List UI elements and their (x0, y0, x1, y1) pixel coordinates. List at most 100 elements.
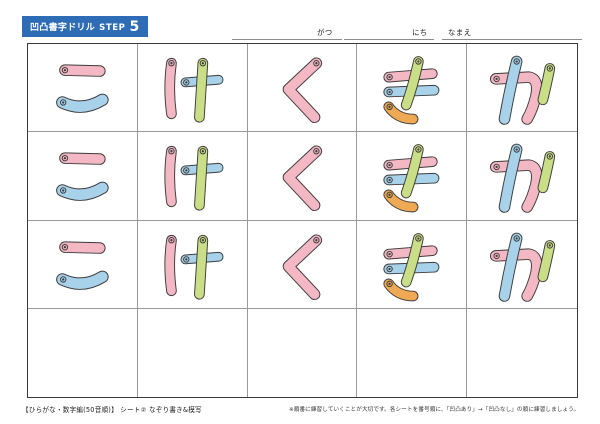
stroke-start-marker-2 (182, 79, 190, 86)
stroke-start-marker-2 (60, 99, 67, 106)
stroke-fill-2 (499, 144, 522, 213)
month-label: がつ (317, 28, 333, 37)
stroke-start-marker-3 (415, 58, 422, 65)
stroke-start-marker-1 (386, 162, 394, 169)
stroke-start-marker-2 (182, 167, 190, 174)
practice-cell-き-row1[interactable] (357, 44, 468, 133)
stroke-start-marker-1 (312, 148, 320, 155)
footer-left-note: 【ひらがな・数字編(50音順)】 シート② なぞり書き&模写 (22, 406, 202, 414)
step-badge: 凹凸書字ドリル STEP 5 (22, 16, 148, 37)
month-rule (232, 39, 342, 40)
practice-cell-blank-row4-col1[interactable] (28, 308, 138, 397)
stroke-start-marker-1 (386, 250, 394, 257)
day-field[interactable]: にち (344, 23, 434, 40)
practice-cell-か-row1[interactable] (467, 44, 577, 133)
stroke-start-marker-3 (415, 146, 422, 153)
stroke-fill-1 (60, 65, 105, 76)
character-glyph-く (282, 233, 322, 300)
stroke-start-marker-1 (168, 60, 175, 67)
stroke-fill-3 (194, 58, 208, 122)
month-field[interactable]: がつ (232, 23, 342, 40)
stroke-fill-1 (165, 58, 176, 119)
stroke-start-marker-3 (199, 236, 206, 243)
student-name-field[interactable]: なまえ (442, 23, 582, 40)
stroke-fill-4 (384, 102, 418, 124)
stroke-fill-3 (402, 57, 424, 110)
character-glyph-こ (56, 64, 109, 113)
stroke-start-marker-4 (386, 191, 394, 199)
character-glyph-き (383, 144, 440, 213)
header-fields: がつ にち なまえ (232, 18, 582, 40)
stroke-start-marker-1 (61, 155, 69, 162)
practice-cell-blank-row4-col3[interactable] (248, 308, 358, 397)
stroke-fill-4 (384, 278, 418, 300)
practice-cell-blank-row4-col4[interactable] (357, 308, 468, 397)
stroke-fill-2 (499, 233, 522, 301)
character-glyph-か (490, 143, 556, 214)
day-rule (344, 39, 434, 40)
practice-cell-blank-row4-col2[interactable] (138, 308, 248, 397)
practice-cell-き-row2[interactable] (357, 132, 468, 221)
practice-cell-く-row3[interactable] (247, 220, 358, 309)
practice-cell-か-row2[interactable] (467, 132, 577, 221)
stroke-start-marker-1 (386, 73, 394, 81)
practice-cell-こ-row2[interactable] (28, 132, 138, 221)
character-glyph-け (164, 146, 224, 211)
stroke-fill-2 (499, 56, 522, 124)
practice-cell-き-row3[interactable] (357, 220, 468, 309)
stroke-start-marker-1 (168, 236, 175, 243)
stroke-start-marker-2 (386, 265, 394, 272)
character-glyph-き (383, 232, 440, 301)
practice-cell-け-row2[interactable] (137, 132, 248, 221)
badge-step-word: STEP (99, 23, 126, 33)
stroke-start-marker-2 (513, 146, 521, 153)
stroke-fill-1 (283, 58, 321, 123)
character-glyph-く (282, 145, 322, 212)
footer-right-note: ※順番に練習していくことが大切です。各シートを番号順に、「凹凸あり」→「凹凸なし… (289, 407, 580, 413)
character-glyph-か (490, 55, 556, 125)
stroke-fill-1 (165, 147, 176, 207)
practice-cell-く-row1[interactable] (247, 44, 358, 133)
practice-cell-く-row2[interactable] (247, 132, 358, 221)
stroke-start-marker-2 (386, 177, 394, 184)
student-name-label: なまえ (448, 28, 472, 37)
practice-cell-け-row1[interactable] (137, 44, 248, 133)
stroke-fill-1 (165, 235, 176, 295)
stroke-start-marker-2 (513, 58, 521, 65)
stroke-start-marker-1 (312, 236, 320, 243)
student-name-rule (442, 39, 582, 40)
stroke-start-marker-1 (493, 252, 500, 259)
badge-title: 凹凸書字ドリル (30, 23, 96, 33)
practice-cell-か-row3[interactable] (467, 221, 577, 309)
stroke-start-marker-3 (546, 241, 554, 249)
character-glyph-こ (56, 240, 109, 290)
day-label: にち (412, 28, 428, 37)
stroke-start-marker-2 (182, 255, 190, 263)
stroke-start-marker-2 (386, 88, 394, 96)
character-glyph-け (164, 57, 224, 123)
stroke-start-marker-4 (386, 103, 394, 111)
stroke-start-marker-3 (546, 153, 554, 160)
character-glyph-け (164, 234, 224, 300)
character-glyph-か (490, 232, 556, 302)
stroke-start-marker-1 (168, 148, 175, 155)
practice-cell-こ-row3[interactable] (28, 220, 138, 309)
stroke-fill-1 (491, 248, 542, 301)
stroke-start-marker-1 (61, 243, 69, 250)
stroke-fill-1 (283, 234, 321, 299)
practice-cell-け-row3[interactable] (137, 220, 248, 309)
stroke-start-marker-3 (199, 60, 206, 67)
stroke-start-marker-1 (493, 75, 500, 83)
stroke-fill-1 (491, 72, 542, 124)
stroke-start-marker-1 (312, 60, 320, 67)
character-glyph-こ (56, 152, 109, 202)
practice-cell-こ-row1[interactable] (28, 44, 138, 133)
stroke-start-marker-4 (386, 280, 394, 287)
practice-cell-blank-row4-col5[interactable] (467, 309, 577, 397)
practice-grid (27, 43, 578, 398)
stroke-start-marker-3 (199, 148, 206, 155)
stroke-fill-1 (60, 241, 105, 253)
badge-step-number: 5 (129, 19, 140, 35)
stroke-start-marker-2 (513, 234, 521, 242)
